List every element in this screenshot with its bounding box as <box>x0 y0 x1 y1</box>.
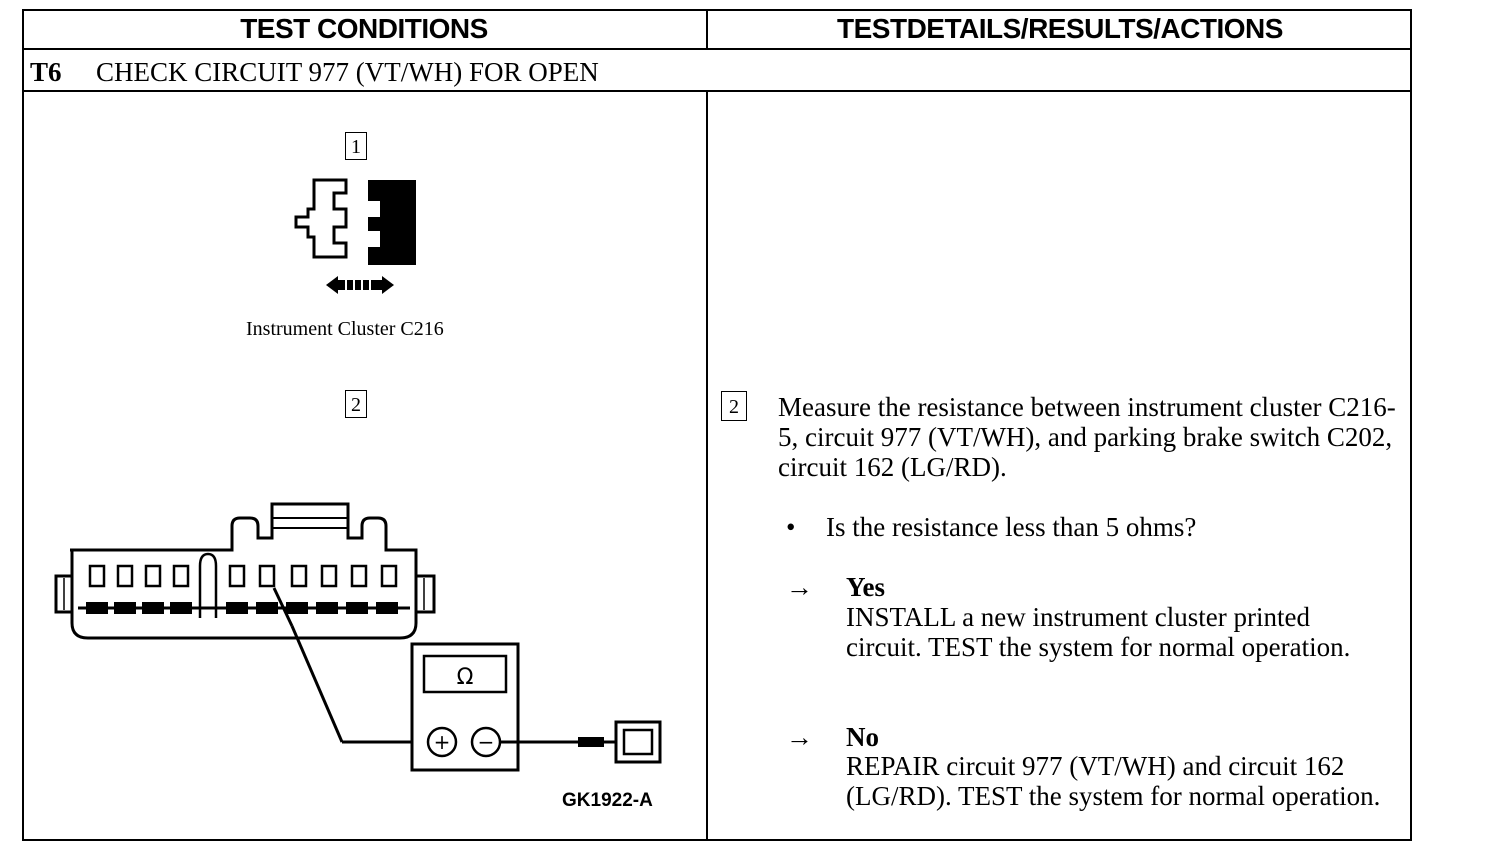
no-action: REPAIR circuit 977 (VT/WH) and circuit 1… <box>846 751 1381 811</box>
connector-disconnect-icon <box>294 178 416 294</box>
header-test-details: TESTDETAILS/RESULTS/ACTIONS <box>837 13 1283 44</box>
step-title: CHECK CIRCUIT 977 (VT/WH) FOR OPEN <box>96 57 599 87</box>
question-text: Is the resistance less than 5 ohms? <box>826 512 1197 542</box>
header-test-conditions: TEST CONDITIONS <box>240 13 488 44</box>
step-title-line: T6 CHECK CIRCUIT 977 (VT/WH) FOR OPEN <box>30 54 599 90</box>
header-divider <box>22 48 1412 50</box>
step-id: T6 <box>30 57 62 87</box>
detail-step-box: 2 <box>721 391 747 421</box>
column-divider-top <box>706 9 708 49</box>
yes-label: Yes <box>846 572 885 602</box>
column-divider <box>706 90 708 841</box>
ohm-symbol: Ω <box>457 665 474 690</box>
step-divider <box>22 90 1412 92</box>
instruction-text: Measure the resistance between instrumen… <box>778 392 1396 482</box>
connector-caption: Instrument Cluster C216 <box>246 318 444 340</box>
no-label: No <box>846 722 879 752</box>
step-box-2: 2 <box>345 390 367 418</box>
multimeter-connector-diagram: Ω + − <box>54 502 662 772</box>
no-arrow: → <box>786 722 813 752</box>
step-box-1: 1 <box>345 132 367 160</box>
table-frame <box>22 9 1412 841</box>
minus-terminal-label: − <box>478 730 495 754</box>
figure-id: GK1922-A <box>562 790 653 811</box>
yes-action: INSTALL a new instrument cluster printed… <box>846 602 1351 662</box>
yes-arrow: → <box>786 572 813 602</box>
plus-terminal-label: + <box>434 730 451 754</box>
question-bullet: • <box>786 512 796 542</box>
